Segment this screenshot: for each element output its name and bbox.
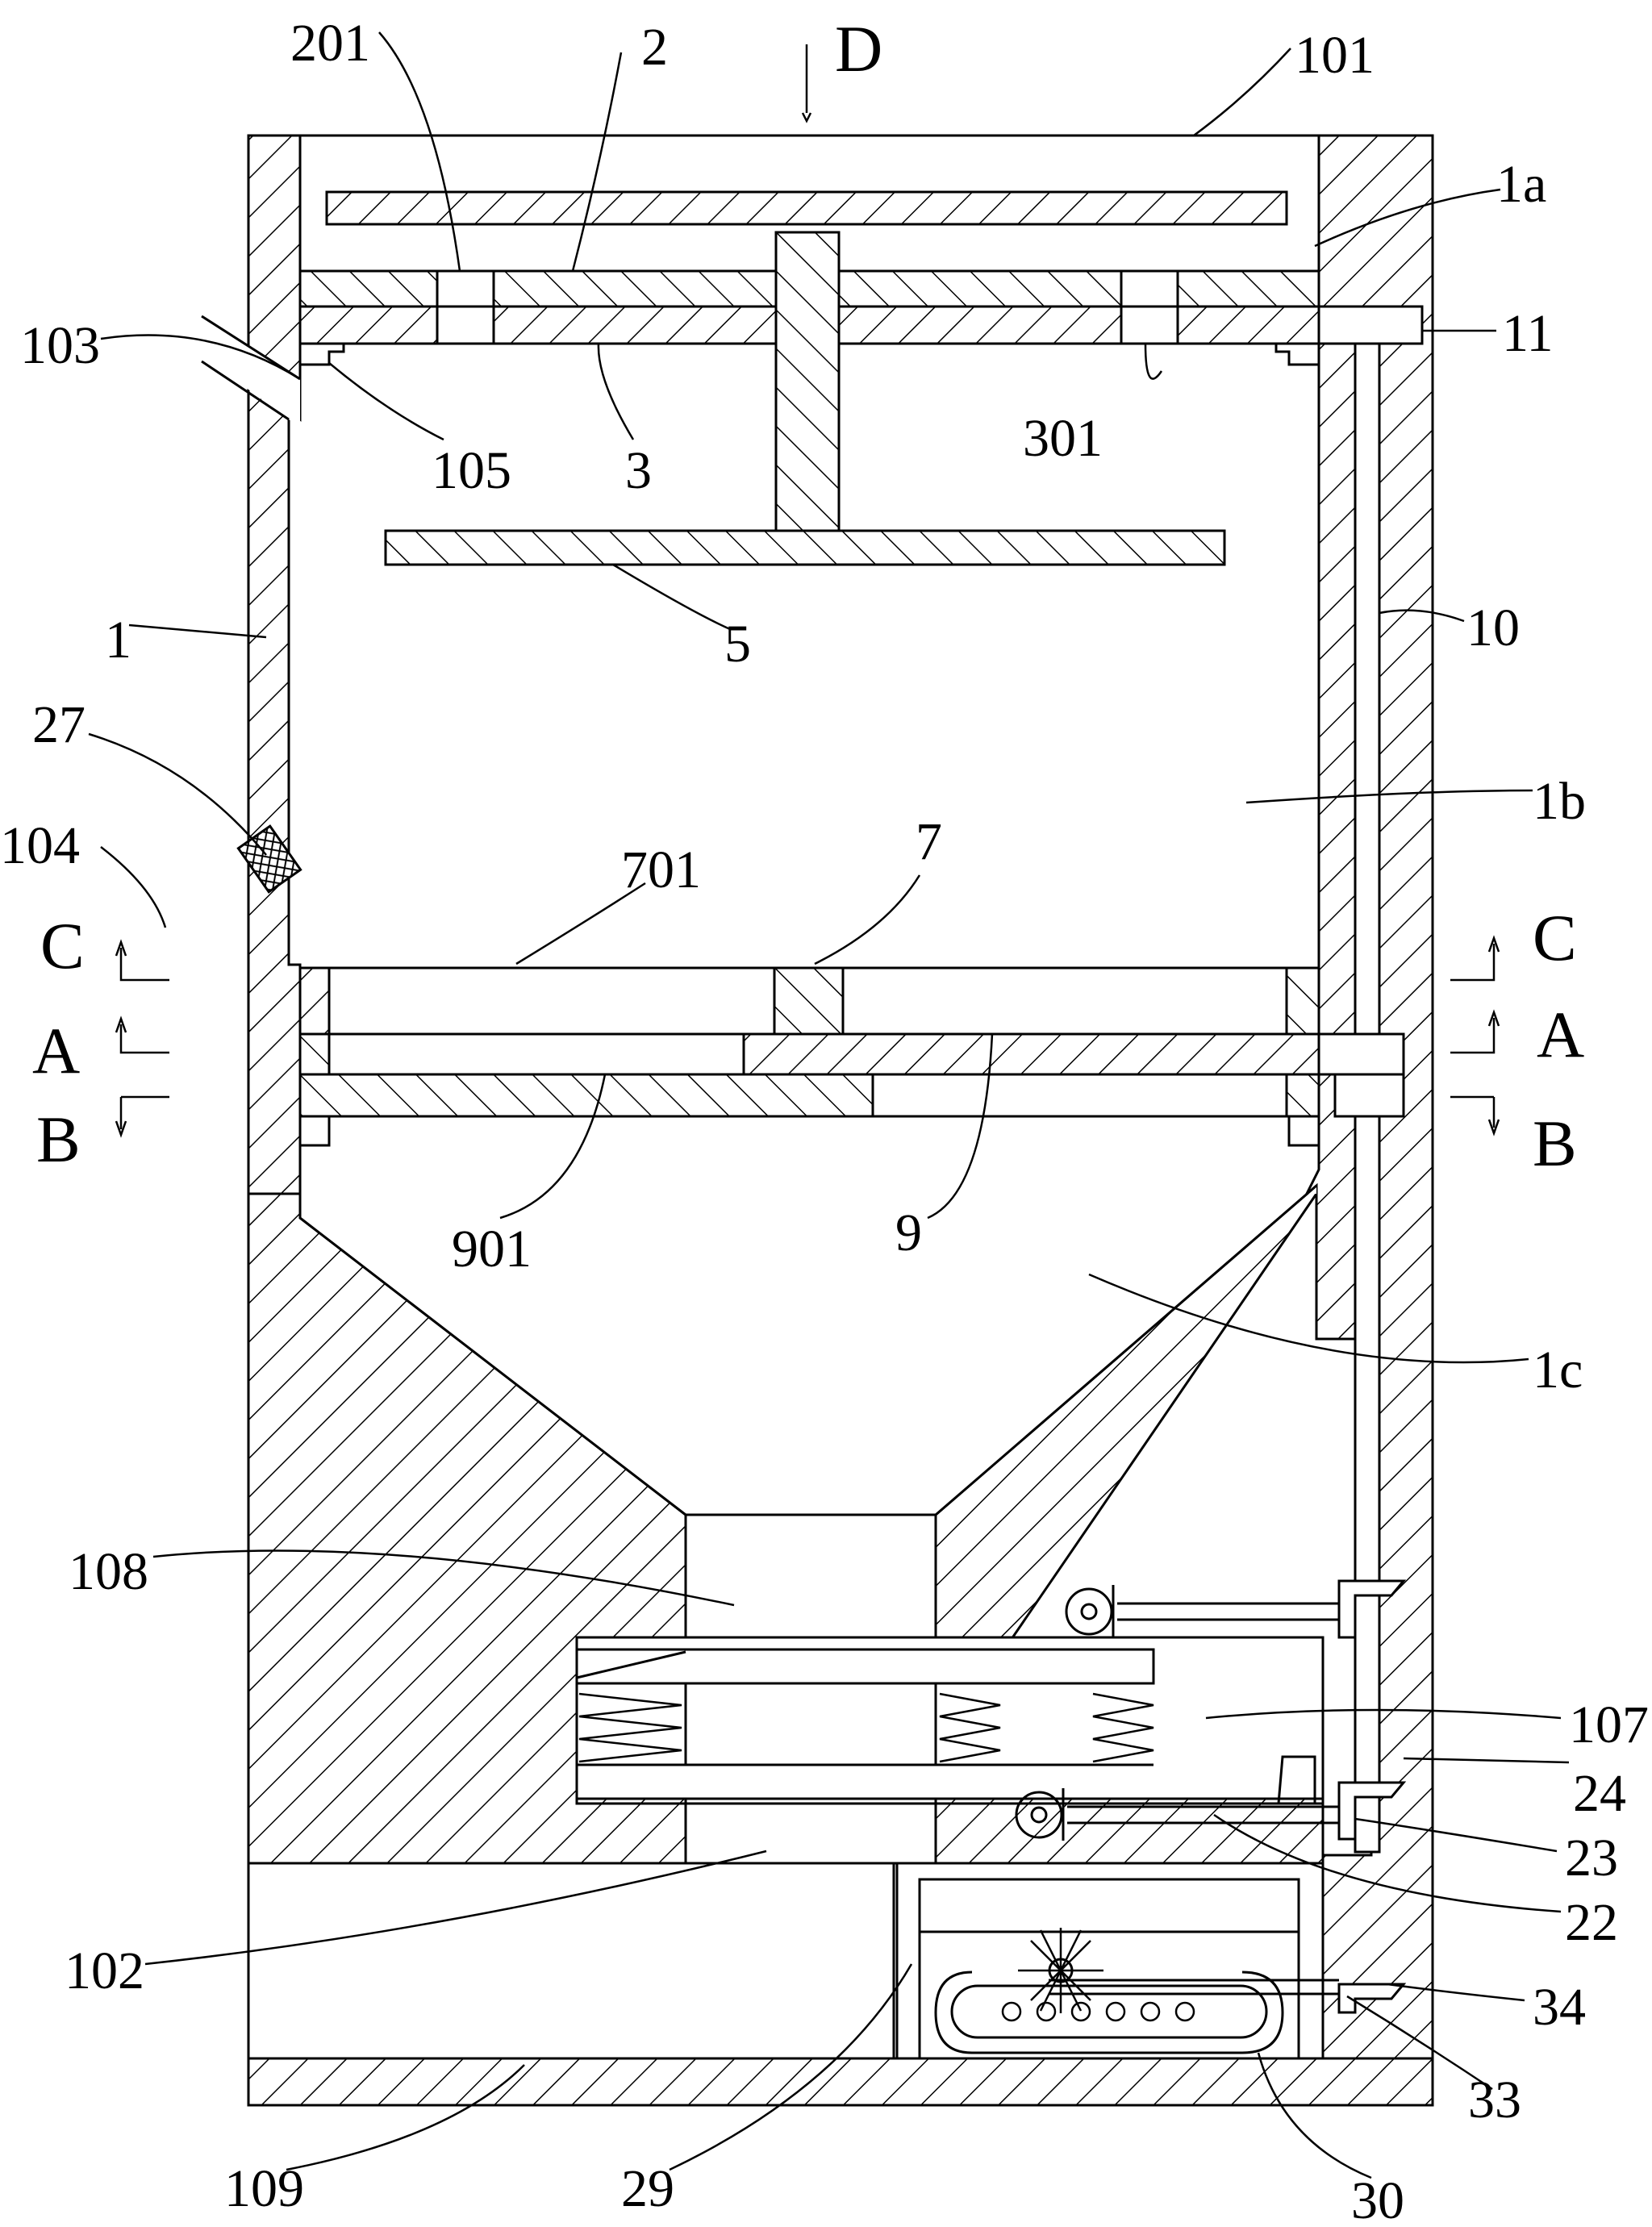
label-1c: 1c — [1533, 1341, 1583, 1399]
plate-9 — [298, 1032, 1405, 1076]
section-label-a-right: A — [1537, 998, 1584, 1071]
label-34: 34 — [1533, 1978, 1586, 2037]
section-label-a-left: A — [32, 1014, 80, 1087]
roller-30 — [934, 1928, 1284, 2054]
plate-901-level — [298, 1073, 1405, 1118]
label-1: 1 — [105, 611, 131, 669]
section-marker-left — [115, 939, 169, 1138]
gear-33-34 — [1049, 1979, 1407, 2014]
label-107: 107 — [1569, 1695, 1649, 1754]
section-label-c-right: C — [1533, 901, 1577, 974]
brush-icon — [1018, 1928, 1103, 2013]
label-1b: 1b — [1533, 772, 1586, 831]
label-29: 29 — [621, 2159, 674, 2218]
label-11: 11 — [1502, 304, 1554, 363]
base-plate-109 — [247, 2057, 1434, 2107]
label-103: 103 — [20, 316, 100, 375]
section-label-b-left: B — [36, 1103, 81, 1176]
bellows-assembly — [575, 1637, 1323, 1805]
label-22: 22 — [1565, 1893, 1618, 1952]
section-label-c-left: C — [40, 909, 85, 982]
label-104: 104 — [0, 816, 80, 875]
cam-lower — [1015, 1781, 1407, 1841]
label-9: 9 — [895, 1203, 922, 1262]
label-301: 301 — [1023, 409, 1103, 468]
leader-lines — [88, 31, 1570, 2179]
label-102: 102 — [65, 1941, 144, 2000]
label-3: 3 — [625, 441, 652, 500]
motor-box-29 — [895, 1862, 1325, 2060]
label-101: 101 — [1295, 26, 1375, 85]
label-1a: 1a — [1496, 155, 1546, 214]
label-5: 5 — [724, 615, 751, 674]
label-201: 201 — [290, 14, 370, 73]
label-27: 27 — [32, 695, 86, 754]
central-shaft — [774, 231, 841, 532]
top-region-1a — [300, 134, 1319, 226]
filter-plate-7 — [298, 966, 1320, 1036]
plate-11 — [1317, 305, 1424, 345]
top-plate — [325, 190, 1288, 226]
label-30: 30 — [1351, 2171, 1404, 2227]
plate-5 — [384, 529, 1226, 566]
label-105: 105 — [432, 441, 511, 500]
label-24: 24 — [1573, 1764, 1626, 1823]
plate-3 — [298, 305, 1320, 345]
label-109: 109 — [224, 2159, 304, 2218]
label-7: 7 — [916, 812, 942, 871]
cam-upper — [1065, 1579, 1407, 1639]
label-33: 33 — [1468, 2071, 1521, 2129]
label-108: 108 — [69, 1542, 148, 1601]
label-701: 701 — [621, 840, 701, 899]
reference-labels: D 201 2 101 1a 103 11 105 3 301 1 5 10 2… — [0, 12, 1649, 2227]
label-10: 10 — [1466, 598, 1520, 657]
label-2: 2 — [641, 18, 668, 77]
view-arrow-label: D — [835, 12, 882, 85]
section-label-b-right: B — [1533, 1107, 1577, 1180]
label-901: 901 — [452, 1220, 532, 1278]
filter-27 — [236, 824, 302, 894]
section-marker-right — [1450, 935, 1500, 1136]
label-23: 23 — [1565, 1829, 1618, 1887]
